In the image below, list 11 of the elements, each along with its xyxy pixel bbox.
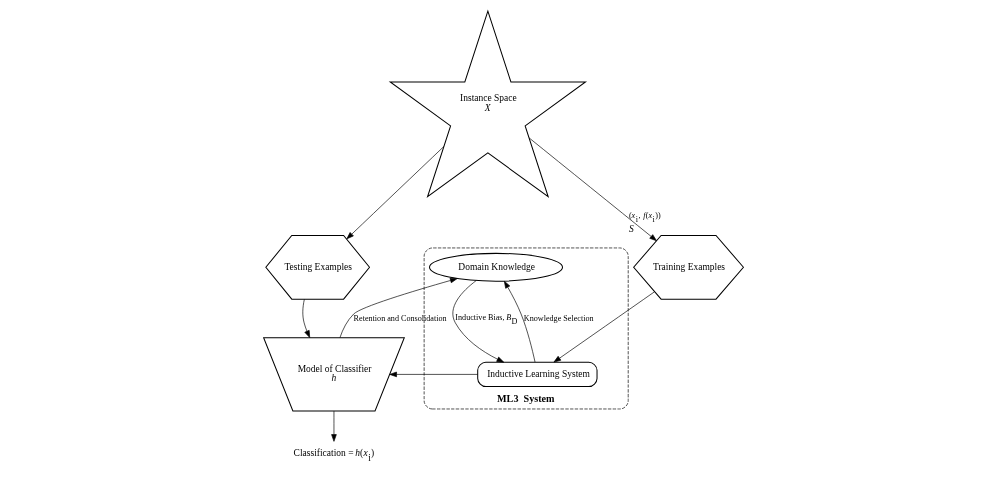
arrow	[553, 291, 655, 363]
arrow	[388, 371, 478, 378]
arrow	[346, 146, 444, 240]
arrow	[528, 137, 657, 242]
arrow	[339, 277, 457, 338]
arrow	[452, 280, 504, 363]
arrow	[301, 299, 310, 338]
arrow	[503, 280, 535, 363]
arrow	[330, 410, 337, 442]
node-box: Inductive Learning System	[476, 361, 598, 388]
node-label: S	[628, 224, 634, 235]
